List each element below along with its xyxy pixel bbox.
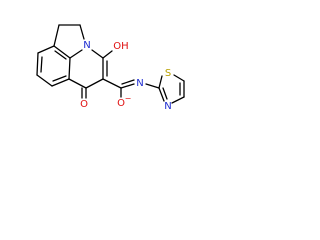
ketone-oxygen-label: O [80, 99, 88, 110]
bond [102, 78, 122, 89]
hydroxyl-label: OH [113, 41, 128, 52]
bond [36, 74, 53, 87]
anionic-oxygen-label: O [117, 98, 125, 109]
bond [53, 24, 60, 47]
thiazole-nitrogen-label: N [164, 101, 171, 112]
ring-nitrogen-label: N [83, 40, 90, 51]
bond [54, 50, 67, 60]
bond [85, 78, 104, 89]
negative-charge-label: − [125, 94, 132, 103]
bond [162, 87, 168, 100]
bond [121, 79, 135, 85]
bond [145, 83, 160, 89]
bond [158, 75, 163, 89]
bond [36, 52, 39, 76]
bond [53, 45, 71, 59]
bond [102, 50, 113, 59]
bond [158, 87, 165, 102]
bond [51, 78, 70, 87]
bond [52, 75, 67, 82]
bond [91, 49, 104, 59]
bond [173, 74, 185, 82]
molecule-structure: N OH O O − N N S [36, 24, 185, 112]
thiazole-sulfur-label: S [165, 68, 171, 79]
bond [171, 96, 185, 104]
bond [69, 49, 83, 59]
bond [68, 57, 71, 80]
bond [37, 45, 55, 54]
bond [120, 83, 135, 89]
bond [68, 78, 87, 89]
bond [79, 24, 85, 40]
bond-lines [36, 24, 185, 104]
structure-canvas: N OH O O − N N S [0, 0, 224, 129]
atom-labels: N OH O O − N N S [80, 40, 172, 112]
bond [40, 56, 43, 73]
imine-nitrogen-label: N [136, 78, 143, 89]
